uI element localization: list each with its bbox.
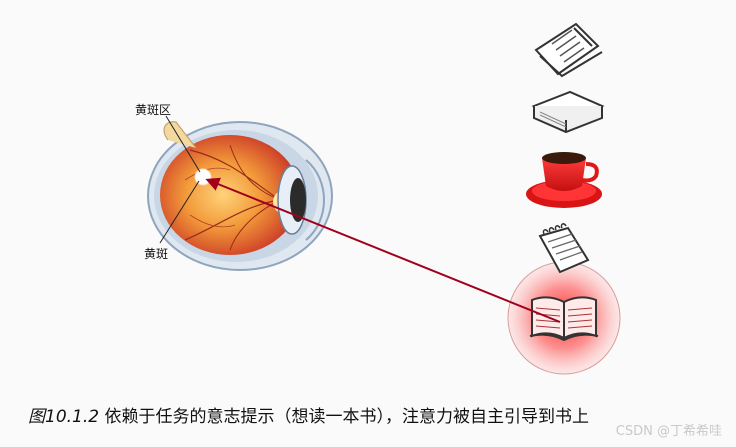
macula-pointer: [159, 180, 200, 244]
book-closed-icon: [531, 90, 605, 134]
notepad-icon: [538, 223, 590, 274]
macula-region-pointer: [165, 115, 201, 173]
watermark: CSDN @丁希希哇: [615, 424, 722, 439]
macula-region-label: 黄斑区: [135, 103, 172, 117]
eyeball-illustration: [147, 121, 333, 271]
attention-arrow: [205, 177, 561, 323]
figure-number: 图10.1.2: [28, 407, 100, 427]
coffee-cup-icon: [526, 152, 602, 208]
macula-label: 黄斑: [144, 247, 169, 261]
figure-caption: 图10.1.2 依赖于任务的意志提示（想读一本书），注意力被自主引导到书上: [28, 402, 589, 427]
caption-text: 依赖于任务的意志提示（想读一本书），注意力被自主引导到书上: [104, 407, 589, 427]
newspaper-icon: [534, 22, 603, 78]
open-book-icon: [529, 296, 599, 342]
